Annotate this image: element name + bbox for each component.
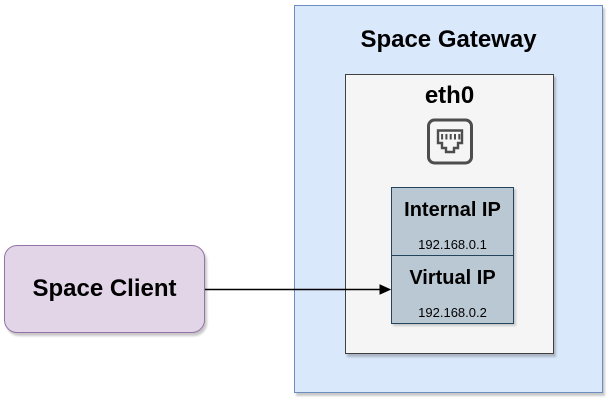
space-gateway-container: Space Gateway eth0 Internal IP	[294, 5, 603, 393]
space-client-label: Space Client	[32, 275, 177, 302]
internal-ip-address: 192.168.0.1	[418, 237, 487, 252]
eth0-title: eth0	[424, 82, 475, 109]
internal-ip-label: Internal IP	[404, 199, 501, 221]
space-client-node: Space Client	[4, 245, 205, 333]
connector-arrow	[205, 284, 392, 295]
ethernet-port-icon	[426, 118, 473, 165]
space-gateway-title: Space Gateway	[360, 26, 537, 53]
virtual-ip-label: Virtual IP	[409, 267, 496, 289]
virtual-ip-address: 192.168.0.2	[418, 305, 487, 320]
virtual-ip-section: Virtual IP 192.168.0.2	[392, 255, 513, 323]
eth0-box: eth0 Internal IP 192.168.0.1	[345, 74, 554, 354]
ip-group: Internal IP 192.168.0.1 Virtual IP 192.1…	[391, 187, 514, 324]
internal-ip-section: Internal IP 192.168.0.1	[392, 188, 513, 255]
